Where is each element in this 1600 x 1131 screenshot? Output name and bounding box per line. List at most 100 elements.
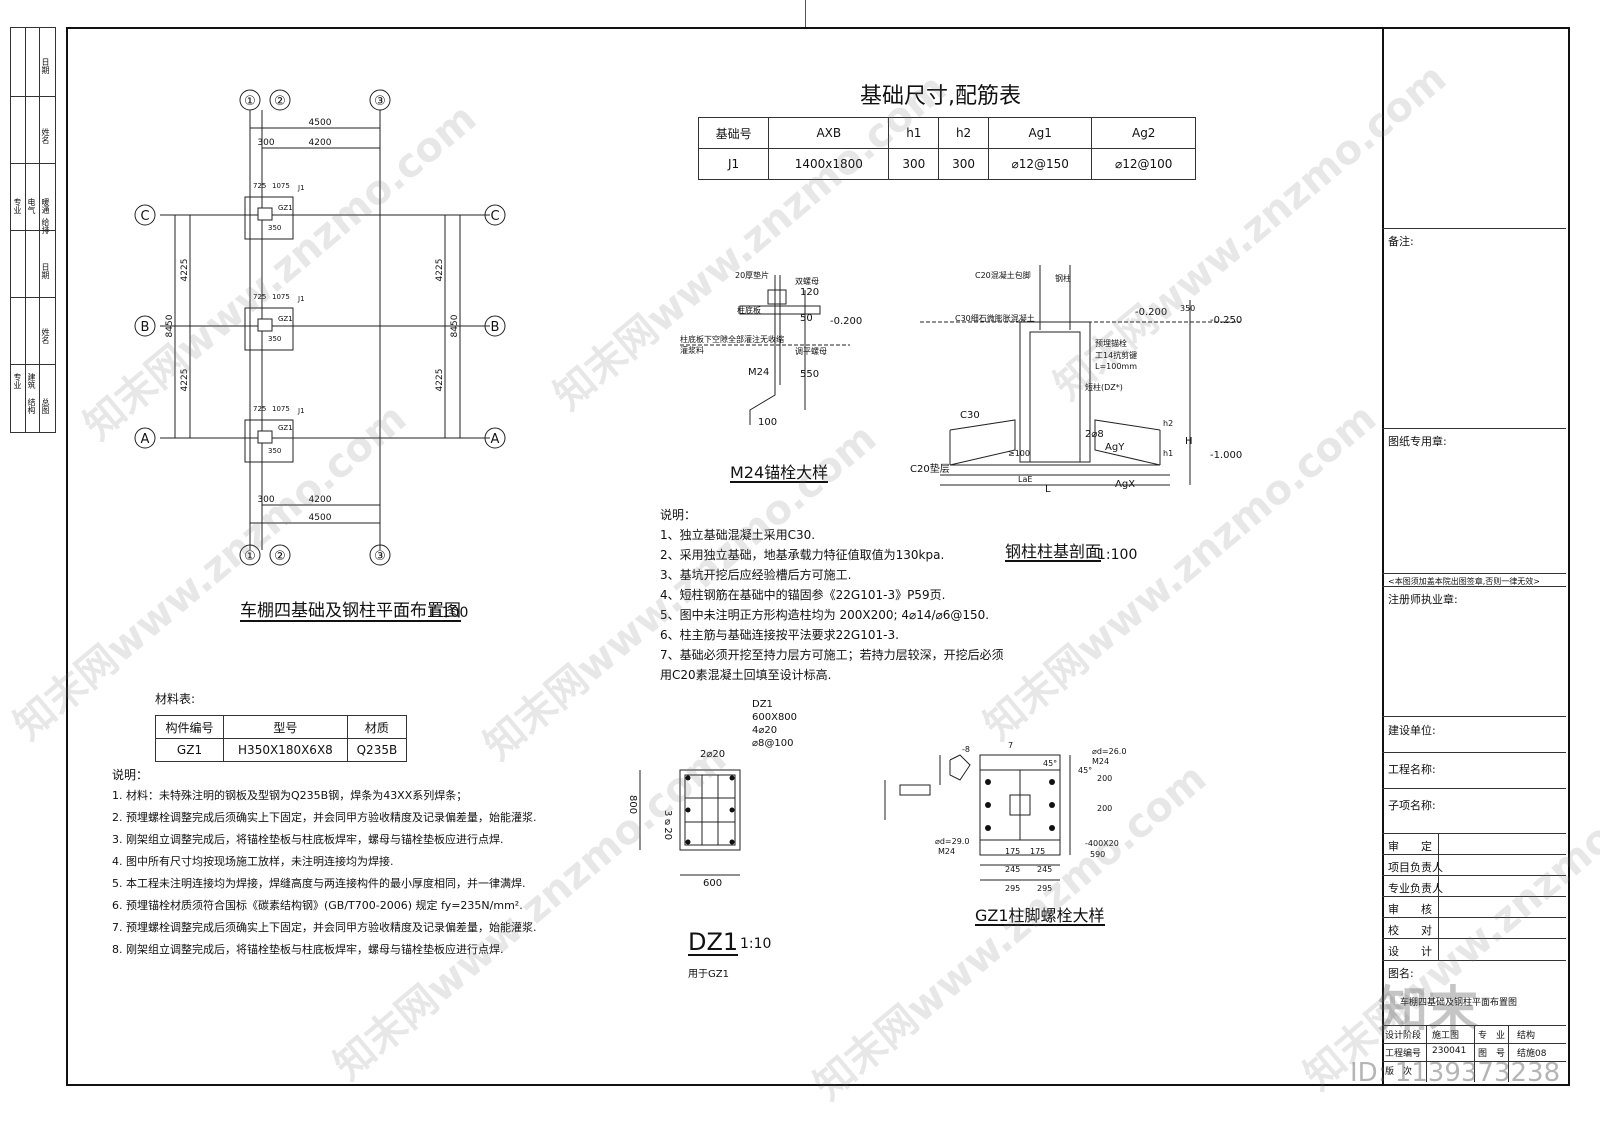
foundation-plan-drawing: ① ② ③ ① ② ③ CBA CBA 4500 4200 300 300 42… (134, 89, 506, 566)
titleblock-hline-1 (1382, 228, 1566, 229)
svg-text:C: C (490, 209, 499, 224)
dz1-label-0: DZ1 (752, 699, 773, 710)
svg-text:4225: 4225 (180, 369, 190, 392)
m24-label-4: 灌浆料 (680, 346, 704, 355)
m24-elev: -0.200 (830, 316, 863, 327)
found-table: 基础号 AXB h1 h2 Ag1 Ag2 J1 1400x1800 300 3… (697, 117, 1196, 180)
mat-td-0: GZ1 (154, 738, 225, 762)
role-5: 设 计 (1388, 945, 1432, 958)
sec-label-15: H (1185, 436, 1193, 447)
gz1-label-9: 590 (1090, 850, 1106, 859)
dz1-section-drawing (639, 769, 741, 876)
notes-mid-heading: 说明： (660, 508, 697, 522)
gz1-label-4: M24 (1092, 757, 1110, 766)
sec-dim-5: h2 (1163, 419, 1174, 428)
svg-text:300: 300 (257, 138, 274, 148)
svg-text:A: A (491, 432, 500, 447)
sec-label-0: C20混凝土包脚 (975, 271, 1031, 280)
sec-label-14: ≥100 (1008, 449, 1030, 458)
column-section-drawing (920, 265, 1240, 486)
m24-dim-2: 550 (800, 369, 820, 380)
sec-label-4: 工14抗剪键 (1095, 351, 1138, 360)
notes-left-7: 8. 刚架组立调整完成后，将锚栓垫板与柱底板焊牢，螺母与锚栓垫板应进行点焊. (112, 943, 504, 956)
sec-label-1: 钢柱 (1055, 274, 1071, 283)
strip-date-1: 日期 (41, 58, 50, 74)
svg-text:4200: 4200 (309, 495, 332, 505)
notes-mid-2: 3、基坑开挖后应经验槽后方可施工. (660, 568, 852, 582)
dz1-sub: 用于GZ1 (688, 969, 729, 980)
found-th-2: h1 (888, 117, 940, 149)
materials-table: 构件编号 型号 材质 GZ1 H350X180X6X8 Q235B (154, 715, 408, 762)
m24-anchor-detail (680, 275, 850, 425)
gz1-dim-3: 245 (1005, 865, 1021, 874)
engineer-label: 注册师执业章: (1388, 593, 1458, 606)
svg-text:350: 350 (268, 447, 281, 455)
project-no-value: 230041 (1432, 1046, 1467, 1056)
svg-text:C: C (140, 209, 149, 224)
svg-text:1075: 1075 (272, 293, 290, 301)
stage-value: 施工图 (1432, 1031, 1460, 1041)
m24-dim-0: 120 (800, 287, 820, 298)
svg-text:J1: J1 (297, 295, 305, 303)
m24-dim-3: 100 (758, 417, 778, 428)
svg-text:B: B (141, 320, 150, 335)
sec-label-9: 2⌀8 (1085, 429, 1104, 440)
found-th-4: Ag1 (987, 117, 1093, 149)
gz1-baseplate-drawing (884, 754, 1071, 881)
svg-text:4225: 4225 (435, 259, 445, 282)
discipline-label: 专 业 (1478, 1031, 1506, 1041)
sec-dim-6: h1 (1163, 449, 1174, 458)
m24-label-6: M24 (748, 367, 770, 378)
drawing-name-label: 图名: (1388, 967, 1414, 980)
sec-elev-1: -0.250 (1210, 315, 1243, 326)
svg-text:J1: J1 (297, 407, 305, 415)
strip-site: 总图 (41, 398, 50, 414)
found-td-3: 300 (938, 148, 989, 180)
svg-text:300: 300 (257, 495, 274, 505)
sec-label-10: AgY (1105, 442, 1125, 453)
drawing-no-value: 结施08 (1517, 1049, 1547, 1059)
notes-mid-1: 2、采用独立基础，地基承载力特征值取值为130kpa. (660, 548, 945, 562)
stamp-note: <本图须加盖本院出图签章,否则一律无效> (1388, 577, 1540, 586)
found-table-title: 基础尺寸,配筋表 (860, 84, 1021, 109)
subproject-label: 子项名称: (1388, 799, 1436, 812)
notes-left-6: 7. 预埋螺栓调整完成后须确实上下固定，并会同甲方验收精度及记录偏差量，始能灌浆… (112, 921, 537, 934)
titleblock-hline-6 (1382, 752, 1566, 753)
gz1-dim-6: 295 (1005, 884, 1021, 893)
section-scale: 1:100 (1097, 547, 1138, 563)
mat-td-2: Q235B (346, 738, 408, 762)
dz1-label-1: 600X800 (752, 712, 798, 723)
strip-name-1: 姓名 (41, 128, 50, 144)
mat-th-0: 构件编号 (154, 715, 225, 739)
found-th-0: 基础号 (697, 117, 770, 149)
notes-left-5: 6. 预埋锚栓材质须符合国标《碳素结构钢》(GB/T700-2006) 规定 f… (112, 899, 523, 912)
gz1-label-5: 45° (1078, 766, 1093, 775)
dz1-label-4: 2⌀20 (700, 749, 726, 760)
gz1-label-3: ⌀d=26.0 (1092, 747, 1127, 756)
notes-mid-0: 1、独立基础混凝土采用C30. (660, 528, 816, 542)
notes-mid-5: 6、柱主筋与基础连接按平法要求22G101-3. (660, 628, 899, 642)
m24-title: M24锚栓大样 (730, 463, 829, 483)
meta-block: 设计阶段 施工图 专 业 结构 工程编号 230041 图 号 结施08 版 次 (1382, 1025, 1566, 1082)
m24-label-3: 柱底板下空隙全部灌注无收缩 (680, 335, 784, 344)
gz1-label-8: -400X20 (1085, 839, 1119, 848)
notes-middle: 说明： 1、独立基础混凝土采用C30. 2、采用独立基础，地基承载力特征值取值为… (660, 505, 1004, 685)
gz1-dim-4: 245 (1037, 865, 1053, 874)
found-td-2: 300 (888, 148, 940, 180)
role-4: 校 对 (1388, 924, 1432, 937)
gz1-label-7: M24 (938, 847, 956, 856)
svg-text:350: 350 (268, 335, 281, 343)
mat-th-1: 型号 (223, 715, 348, 739)
dz1-label-2: 4⌀20 (752, 725, 778, 736)
svg-text:A: A (141, 432, 150, 447)
discipline-value: 结构 (1517, 1031, 1536, 1041)
svg-text:1075: 1075 (272, 405, 290, 413)
svg-text:725: 725 (253, 293, 266, 301)
notes-mid-3: 4、短柱钢筋在基础中的锚固参《22G101-3》P59页. (660, 588, 946, 602)
gz1-dim-9: 200 (1097, 804, 1113, 813)
version-label: 版 次 (1385, 1067, 1413, 1077)
sec-label-6: 短柱(DZ*) (1085, 383, 1123, 392)
stage-label: 设计阶段 (1385, 1031, 1422, 1041)
dz1-label-3: ⌀8@100 (752, 738, 794, 749)
notes-left-1: 2. 预埋螺栓调整完成后须确实上下固定，并会同甲方验收精度及记录偏差量，始能灌浆… (112, 811, 537, 824)
